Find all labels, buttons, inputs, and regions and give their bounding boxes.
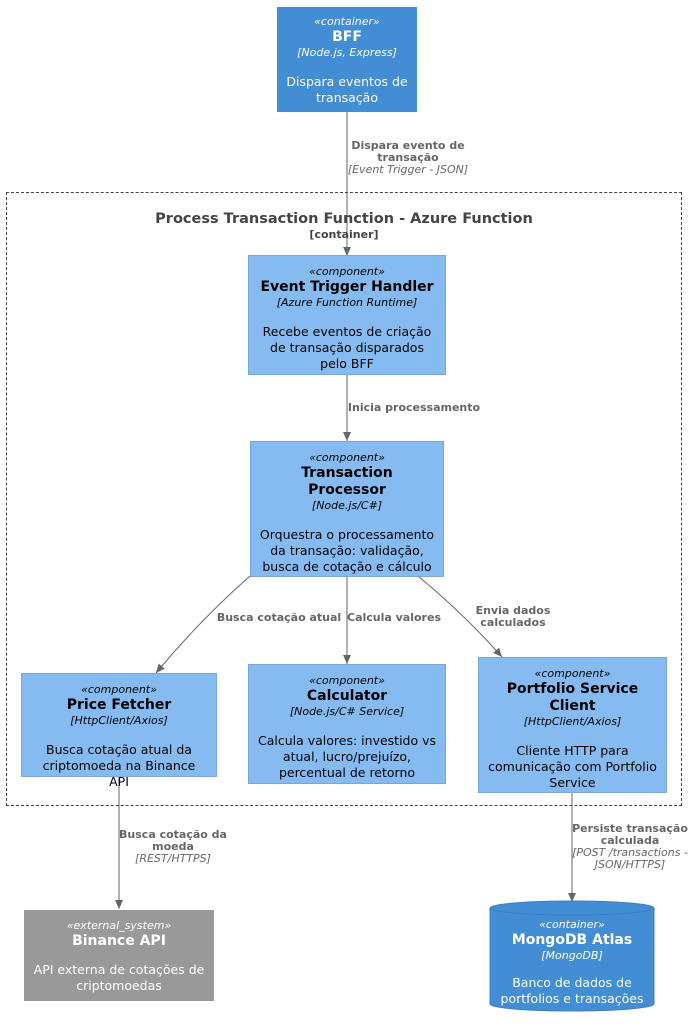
processor-desc: Orquestra o processamento da transação: … (259, 527, 435, 574)
rel-handler-to-processor-label: Inicia processamento (347, 401, 481, 414)
mongodb-cylinder (489, 900, 655, 1012)
price-fetcher-desc: Busca cotação atual da criptomoeda na Bi… (42, 742, 196, 789)
rel-client-to-mongodb: Persiste transação calculada [POST /tran… (570, 823, 690, 871)
boundary-title: Process Transaction Function - Azure Fun… (155, 211, 533, 227)
event-handler-name: Event Trigger Handler (260, 279, 434, 295)
mongodb-node[interactable]: «container» MongoDB Atlas [MongoDB] Banc… (490, 918, 654, 1007)
mongodb-tech: [MongoDB] (541, 949, 603, 962)
rel-fetcher-to-binance-label: Busca cotação da moeda (119, 828, 227, 853)
rel-processor-to-fetcher: Busca cotação atual (214, 612, 344, 624)
transaction-processor-node[interactable]: «component» Transaction Processor [Node.… (250, 441, 444, 577)
rel-processor-to-calculator: Calcula valores (346, 612, 442, 624)
rel-bff-to-handler-tech: [Event Trigger - JSON] (347, 163, 469, 176)
portfolio-client-node[interactable]: «component» Portfolio Service Client [Ht… (478, 657, 667, 793)
price-fetcher-tech: [HttpClient/Axios] (70, 714, 168, 727)
rel-processor-to-client: Envia dados calculados (470, 605, 556, 629)
rel-processor-to-fetcher-label: Busca cotação atual (216, 611, 342, 624)
calculator-desc: Calcula valores: investido vs atual, luc… (257, 733, 437, 780)
event-handler-node[interactable]: «component» Event Trigger Handler [Azure… (248, 255, 446, 375)
calculator-node[interactable]: «component» Calculator [Node.js/C# Servi… (248, 664, 446, 784)
processor-name: Transaction Processor (301, 465, 393, 498)
event-handler-tech: [Azure Function Runtime] (276, 296, 418, 309)
rel-client-to-mongodb-label: Persiste transação calculada (572, 822, 688, 847)
rel-bff-to-handler: Dispara evento de transação [Event Trigg… (342, 140, 474, 176)
price-fetcher-name: Price Fetcher (66, 697, 172, 713)
rel-bff-to-handler-label: Dispara evento de transação (351, 139, 465, 164)
rel-processor-to-calculator-label: Calcula valores (347, 611, 441, 624)
processor-tech: [Node.js/C#] (311, 499, 383, 512)
mongodb-name: MongoDB Atlas (511, 932, 633, 948)
mongodb-desc: Banco de dados de portfolios e transaçõe… (500, 975, 644, 1006)
price-fetcher-node[interactable]: «component» Price Fetcher [HttpClient/Ax… (21, 673, 217, 789)
mongodb-stereotype: «container» (539, 918, 605, 931)
edge-processor-to-fetcher (155, 575, 251, 674)
price-fetcher-stereotype: «component» (81, 683, 157, 696)
binance-name: Binance API (72, 933, 166, 949)
calculator-name: Calculator (306, 688, 388, 704)
boundary-subtitle: [container] (309, 228, 379, 241)
bff-tech: [Node.js, Express] (297, 46, 397, 59)
bff-node[interactable]: «container» BFF [Node.js, Express] Dispa… (277, 7, 417, 112)
binance-stereotype: «external_system» (66, 919, 172, 932)
bff-desc: Dispara eventos de transação (286, 74, 408, 105)
portfolio-client-desc: Cliente HTTP para comunicação com Portfo… (488, 743, 657, 790)
event-handler-stereotype: «component» (309, 265, 385, 278)
bff-name: BFF (332, 29, 362, 45)
calculator-stereotype: «component» (309, 674, 385, 687)
binance-desc: API externa de cotações de criptomoedas (33, 962, 205, 993)
portfolio-client-name: Portfolio Service Client (506, 681, 639, 714)
azure-function-boundary: Process Transaction Function - Azure Fun… (6, 192, 682, 806)
portfolio-client-tech: [HttpClient/Axios] (523, 715, 622, 728)
processor-stereotype: «component» (309, 451, 385, 464)
binance-api-node[interactable]: «external_system» Binance API API extern… (24, 910, 214, 1001)
rel-handler-to-processor: Inicia processamento (346, 402, 482, 414)
edge-processor-to-client (417, 575, 503, 658)
rel-fetcher-to-binance: Busca cotação da moeda [REST/HTTPS] (114, 829, 232, 865)
portfolio-client-stereotype: «component» (534, 667, 611, 680)
calculator-tech: [Node.js/C# Service] (289, 705, 405, 718)
rel-client-to-mongodb-tech: [POST /transactions - JSON/HTTPS] (572, 846, 688, 871)
event-handler-desc: Recebe eventos de criação de transação d… (262, 324, 432, 371)
bff-stereotype: «container» (314, 15, 380, 28)
rel-fetcher-to-binance-tech: [REST/HTTPS] (135, 852, 211, 865)
rel-processor-to-client-label: Envia dados calculados (475, 604, 551, 629)
